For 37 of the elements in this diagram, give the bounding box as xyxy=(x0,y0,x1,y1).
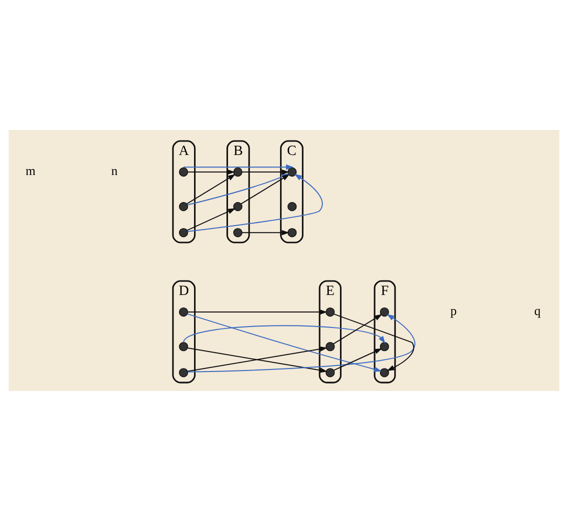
node-circle xyxy=(178,342,188,351)
node-circle xyxy=(233,228,242,237)
node-circle xyxy=(380,306,390,316)
node-circle xyxy=(178,306,188,316)
cluster: A xyxy=(172,140,196,243)
node-circle xyxy=(178,368,188,377)
cluster: D xyxy=(172,280,196,383)
arrow xyxy=(187,308,328,314)
node-circle xyxy=(288,201,297,211)
node-circle xyxy=(326,306,335,316)
arrow xyxy=(186,208,236,230)
node-circle xyxy=(233,166,242,176)
node-circle xyxy=(380,342,390,351)
node-circle xyxy=(380,368,390,377)
arrow xyxy=(183,324,386,344)
label: q xyxy=(534,304,541,318)
arrow xyxy=(186,174,236,204)
label: m xyxy=(26,164,36,178)
arrow xyxy=(187,313,416,372)
node-circle xyxy=(326,368,335,377)
node-circle xyxy=(178,201,188,211)
arrow xyxy=(333,314,382,344)
arrow xyxy=(183,164,294,170)
node-circle xyxy=(178,228,188,237)
node-circle xyxy=(288,228,297,237)
arrow xyxy=(187,168,236,174)
label: p xyxy=(450,304,457,318)
arrow xyxy=(242,229,290,235)
arrow xyxy=(242,168,290,174)
arrow xyxy=(186,312,382,372)
label: n xyxy=(111,164,118,178)
node-circle xyxy=(288,166,297,176)
node-circle xyxy=(178,166,188,176)
node-circle xyxy=(233,201,242,211)
node-circle xyxy=(326,342,335,351)
arrow xyxy=(333,313,414,371)
arrow xyxy=(333,348,382,370)
